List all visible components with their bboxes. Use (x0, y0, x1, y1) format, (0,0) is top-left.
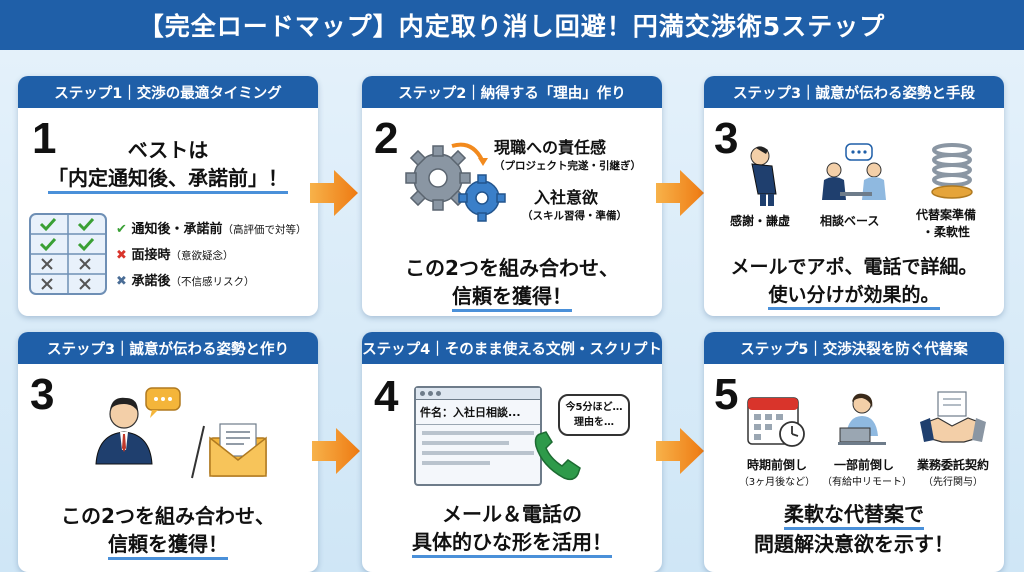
main-message-line1: ベストは (127, 138, 209, 162)
step-number: 2 (374, 114, 399, 163)
main-message-line2: 「内定通知後、承諾前」！ (18, 162, 318, 194)
checklist-icon (29, 213, 107, 295)
card-header: ステップ5｜交渉決裂を防ぐ代替案 (704, 332, 1004, 364)
businessperson-icon (95, 387, 181, 465)
bottom-message-line2: 使い分けが効果的。 (704, 280, 1004, 310)
check-icon: ✔ (116, 222, 127, 237)
cross-icon: ✖ (116, 274, 127, 289)
bottom-message-line1: この2つを組み合わせ、 (61, 504, 275, 528)
step-card-4: ステップ3｜誠意が伝わる姿勢と作り 3 この2つを組み合わせ、 信頼を獲得！ (18, 332, 318, 572)
bottom-message-line1: メール＆電話の (442, 502, 582, 526)
cross-icon: ✖ (116, 248, 127, 263)
step-card-3: ステップ3｜誠意が伝わる姿勢と手段 3 感謝・謙虚 相談ベース 代替案準備 ・柔… (704, 76, 1004, 316)
list-item: ✔ 通知後・承諾前（高評価で対等） (116, 222, 307, 237)
card-header: ステップ4｜そのまま使える文例・スクリプト (362, 332, 662, 364)
step-card-2: ステップ2｜納得する「理由」作り 2 現職への責任感 （プロジェクト完遂・引継ぎ… (362, 76, 662, 316)
icon-label: 感謝・謙虚 (730, 214, 791, 228)
card-header: ステップ3｜誠意が伝わる姿勢と手段 (704, 76, 1004, 108)
step-number: 3 (714, 114, 739, 163)
divider-slash-icon (191, 425, 205, 479)
list-item: ✖ 面接時（意欲疑念） (116, 248, 234, 263)
consultation-icon (822, 143, 886, 200)
spring-icon (931, 143, 973, 199)
arrow-right-icon (310, 170, 358, 216)
reason-1: 現職への責任感 （プロジェクト完遂・引継ぎ） (494, 138, 641, 172)
speech-bubble: 今5分ほど… 理由を… (558, 394, 630, 436)
step-number: 1 (32, 114, 57, 163)
icon-label: 代替案準備 ・柔軟性 (916, 208, 977, 239)
envelope-icon (209, 423, 267, 477)
email-subject: 件名：入社日相談... (416, 400, 540, 425)
option-label: 時期前倒し （3ヶ月後など） (738, 458, 816, 488)
step-card-6: ステップ5｜交渉決裂を防ぐ代替案 5 時期前倒し （3ヶ月後など） 一部前倒し … (704, 332, 1004, 572)
bottom-message-line2: 信頼を獲得！ (18, 528, 318, 560)
title-bar: 【完全ロードマップ】内定取り消し回避！円満交渉術5ステップ (0, 0, 1024, 50)
step-number: 3 (30, 370, 55, 419)
card-header: ステップ3｜誠意が伝わる姿勢と作り (18, 332, 318, 364)
gears-icon (405, 142, 506, 222)
arrow-right-icon (656, 428, 704, 474)
email-window-icon: 件名：入社日相談... (414, 386, 542, 486)
remote-worker-icon (838, 393, 886, 445)
icon-label: 相談ベース (820, 214, 880, 228)
option-label: 一部前倒し （有給中リモート） (822, 458, 912, 488)
arrow-right-icon (656, 170, 704, 216)
bottom-message-line2: 信頼を獲得！ (362, 280, 662, 312)
bowing-person-icon (750, 146, 777, 206)
list-item: ✖ 承諾後（不信感リスク） (116, 274, 255, 289)
bottom-message-line1: メールでアポ、電話で詳細。 (730, 256, 978, 278)
bottom-message-line2: 問題解決意欲を示す！ (754, 532, 954, 556)
step-card-5: ステップ4｜そのまま使える文例・スクリプト 4 件名：入社日相談... 今5分ほ… (362, 332, 662, 572)
calendar-icon (747, 397, 805, 447)
phone-icon (534, 431, 581, 481)
arrow-right-icon (312, 428, 360, 474)
main-message-highlight: 「内定通知後、承諾前」！ (48, 166, 288, 194)
page-title: 【完全ロードマップ】内定取り消し回避！円満交渉術5ステップ (138, 12, 886, 41)
bottom-message-line2: 具体的ひな形を活用！ (362, 526, 662, 558)
handshake-icon (920, 391, 986, 443)
card-header: ステップ2｜納得する「理由」作り (362, 76, 662, 108)
bottom-message-line1: この2つを組み合わせ、 (405, 256, 619, 280)
option-label: 業務委託契約 （先行関与） (916, 458, 989, 488)
step-number: 5 (714, 370, 739, 419)
step-number: 4 (374, 372, 399, 421)
step-card-1: ステップ1｜交渉の最適タイミング 1 ベストは 「内定通知後、承諾前」！ ✔ 通… (18, 76, 318, 316)
bottom-message-line1: 柔軟な代替案で (704, 498, 1004, 530)
reason-2: 入社意欲 （スキル習得・準備） (522, 188, 627, 222)
card-header: ステップ1｜交渉の最適タイミング (18, 76, 318, 108)
